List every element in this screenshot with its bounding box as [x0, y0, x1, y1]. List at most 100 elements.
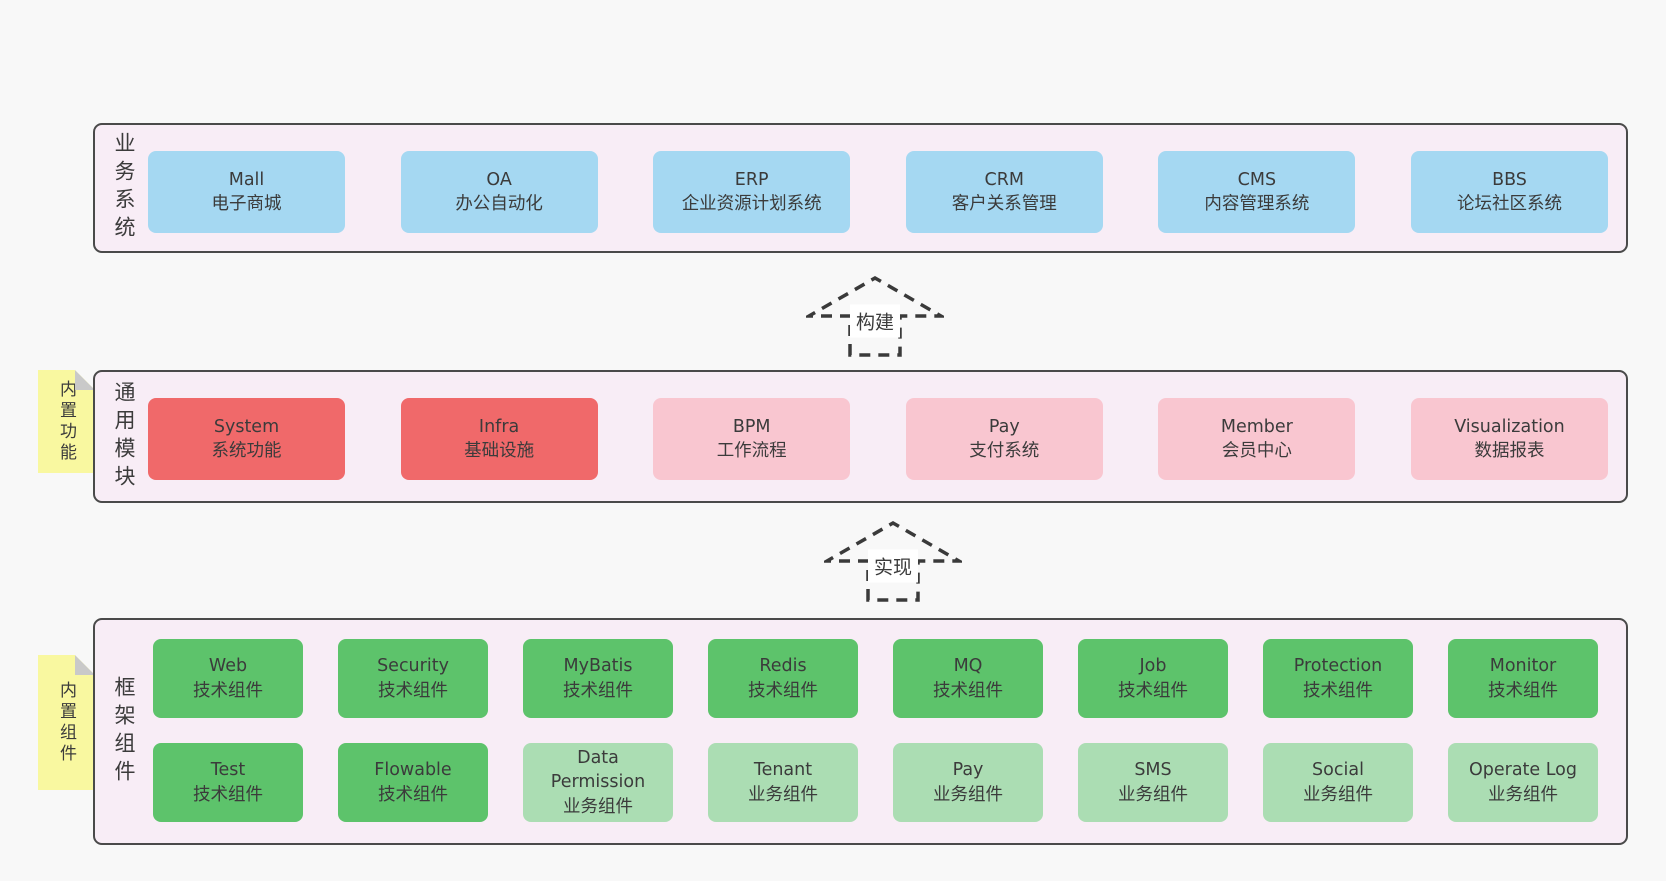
box-tenant: Tenant 业务组件 [708, 743, 858, 822]
sticky-note-built-in-features: 内置功能 [38, 370, 95, 473]
box-crm: CRM 客户关系管理 [905, 151, 1103, 233]
box-title: OA [486, 169, 512, 190]
panel-framework-components: 框架组件 Web 技术组件 Security 技术组件 MyBatis 技术组件… [93, 618, 1628, 845]
box-title: Visualization [1454, 416, 1565, 437]
box-title: Mall [228, 169, 265, 190]
box-subtitle: 支付系统 [969, 441, 1040, 461]
box-mall: Mall 电子商城 [148, 151, 345, 233]
panel-title-framework: 框架组件 [112, 675, 136, 788]
panel-business-systems: 业务系统 Mall 电子商城 OA 办公自动化 ERP 企业资源计划系统 CRM… [93, 123, 1628, 253]
box-subtitle: 业务组件 [933, 784, 1003, 805]
box-subtitle: 基础设施 [464, 441, 535, 461]
box-subtitle: 技术组件 [748, 680, 818, 701]
folded-corner-icon [75, 655, 95, 675]
box-subtitle: 业务组件 [748, 784, 818, 805]
box-subtitle: 客户关系管理 [951, 194, 1057, 214]
modules-box-row: System 系统功能 Infra 基础设施 BPM 工作流程 Pay 支付系统… [148, 398, 1608, 480]
box-bbs: BBS 论坛社区系统 [1410, 151, 1608, 233]
box-title: MQ [953, 656, 983, 677]
framework-box-row-1: Web 技术组件 Security 技术组件 MyBatis 技术组件 Redi… [153, 639, 1598, 718]
box-visualization: Visualization 数据报表 [1410, 398, 1608, 480]
box-pay-business: Pay 业务组件 [893, 743, 1043, 822]
box-title: BPM [732, 416, 771, 437]
box-title: Pay [952, 760, 984, 781]
box-title: Redis [759, 656, 807, 677]
box-subtitle: 技术组件 [378, 680, 448, 701]
folded-corner-icon [75, 370, 95, 390]
build-arrow-label: 构建 [849, 304, 901, 338]
framework-box-row-2: Test 技术组件 Flowable 技术组件 Data Permission … [153, 743, 1598, 822]
box-subtitle: 技术组件 [193, 784, 263, 805]
box-subtitle: 论坛社区系统 [1456, 194, 1562, 214]
box-mq: MQ 技术组件 [893, 639, 1043, 718]
box-member: Member 会员中心 [1158, 398, 1356, 480]
box-subtitle: 电子商城 [211, 194, 282, 214]
box-subtitle: 技术组件 [1303, 680, 1373, 701]
box-title: Flowable [374, 760, 452, 781]
box-subtitle: 技术组件 [1488, 680, 1558, 701]
box-subtitle: 技术组件 [1118, 680, 1188, 701]
box-title: Social [1312, 760, 1364, 781]
box-pay: Pay 支付系统 [905, 398, 1103, 480]
box-system: System 系统功能 [148, 398, 345, 480]
panel-title-business: 业务系统 [112, 132, 136, 244]
implement-arrow-label: 实现 [867, 549, 919, 583]
box-social: Social 业务组件 [1263, 743, 1413, 822]
box-job: Job 技术组件 [1078, 639, 1228, 718]
box-sms: SMS 业务组件 [1078, 743, 1228, 822]
sticky-note-built-in-components: 内置组件 [38, 655, 95, 790]
box-title: Protection [1293, 656, 1383, 677]
panel-common-modules: 通用模块 System 系统功能 Infra 基础设施 BPM 工作流程 Pay… [93, 370, 1628, 503]
box-title: System [213, 416, 280, 437]
box-test: Test 技术组件 [153, 743, 303, 822]
panel-title-modules: 通用模块 [112, 380, 136, 493]
box-subtitle: 工作流程 [716, 441, 787, 461]
box-subtitle: 会员中心 [1221, 441, 1292, 461]
box-title: CMS [1237, 169, 1277, 190]
box-subtitle: 业务组件 [1118, 784, 1188, 805]
box-cms: CMS 内容管理系统 [1158, 151, 1356, 233]
box-subtitle: 技术组件 [378, 784, 448, 805]
build-arrow-icon: 构建 [806, 275, 944, 358]
box-subtitle: 技术组件 [933, 680, 1003, 701]
box-mybatis: MyBatis 技术组件 [523, 639, 673, 718]
box-redis: Redis 技术组件 [708, 639, 858, 718]
box-subtitle: 业务组件 [1303, 784, 1373, 805]
box-subtitle: 数据报表 [1474, 441, 1545, 461]
box-subtitle: 技术组件 [193, 680, 263, 701]
box-oa: OA 办公自动化 [400, 151, 598, 233]
box-title: Pay [988, 416, 1020, 437]
box-title: BBS [1492, 169, 1527, 190]
box-title: Security [377, 656, 449, 677]
box-title: Data Permission [550, 748, 646, 793]
box-title: Member [1220, 416, 1293, 437]
box-title: Test [210, 760, 246, 781]
box-data-permission: Data Permission 业务组件 [523, 743, 673, 822]
up-arrow-icon [824, 520, 962, 602]
box-title: Operate Log [1468, 760, 1578, 781]
box-subtitle: 办公自动化 [455, 194, 543, 214]
up-arrow-icon [806, 275, 944, 357]
box-title: Tenant [753, 760, 813, 781]
box-security: Security 技术组件 [338, 639, 488, 718]
business-box-row: Mall 电子商城 OA 办公自动化 ERP 企业资源计划系统 CRM 客户关系… [148, 151, 1608, 233]
box-title: ERP [734, 169, 769, 190]
box-title: Infra [478, 416, 520, 437]
box-subtitle: 技术组件 [563, 680, 633, 701]
box-flowable: Flowable 技术组件 [338, 743, 488, 822]
sticky-label: 内置组件 [56, 680, 76, 765]
box-infra: Infra 基础设施 [400, 398, 598, 480]
box-title: Job [1139, 656, 1167, 677]
box-operate-log: Operate Log 业务组件 [1448, 743, 1598, 822]
box-bpm: BPM 工作流程 [653, 398, 851, 480]
box-subtitle: 业务组件 [563, 796, 633, 817]
box-monitor: Monitor 技术组件 [1448, 639, 1598, 718]
box-erp: ERP 企业资源计划系统 [653, 151, 851, 233]
box-title: Web [208, 656, 248, 677]
box-title: Monitor [1489, 656, 1557, 677]
box-subtitle: 企业资源计划系统 [681, 194, 822, 214]
sticky-label: 内置功能 [56, 379, 76, 464]
box-protection: Protection 技术组件 [1263, 639, 1413, 718]
box-title: SMS [1134, 760, 1172, 781]
